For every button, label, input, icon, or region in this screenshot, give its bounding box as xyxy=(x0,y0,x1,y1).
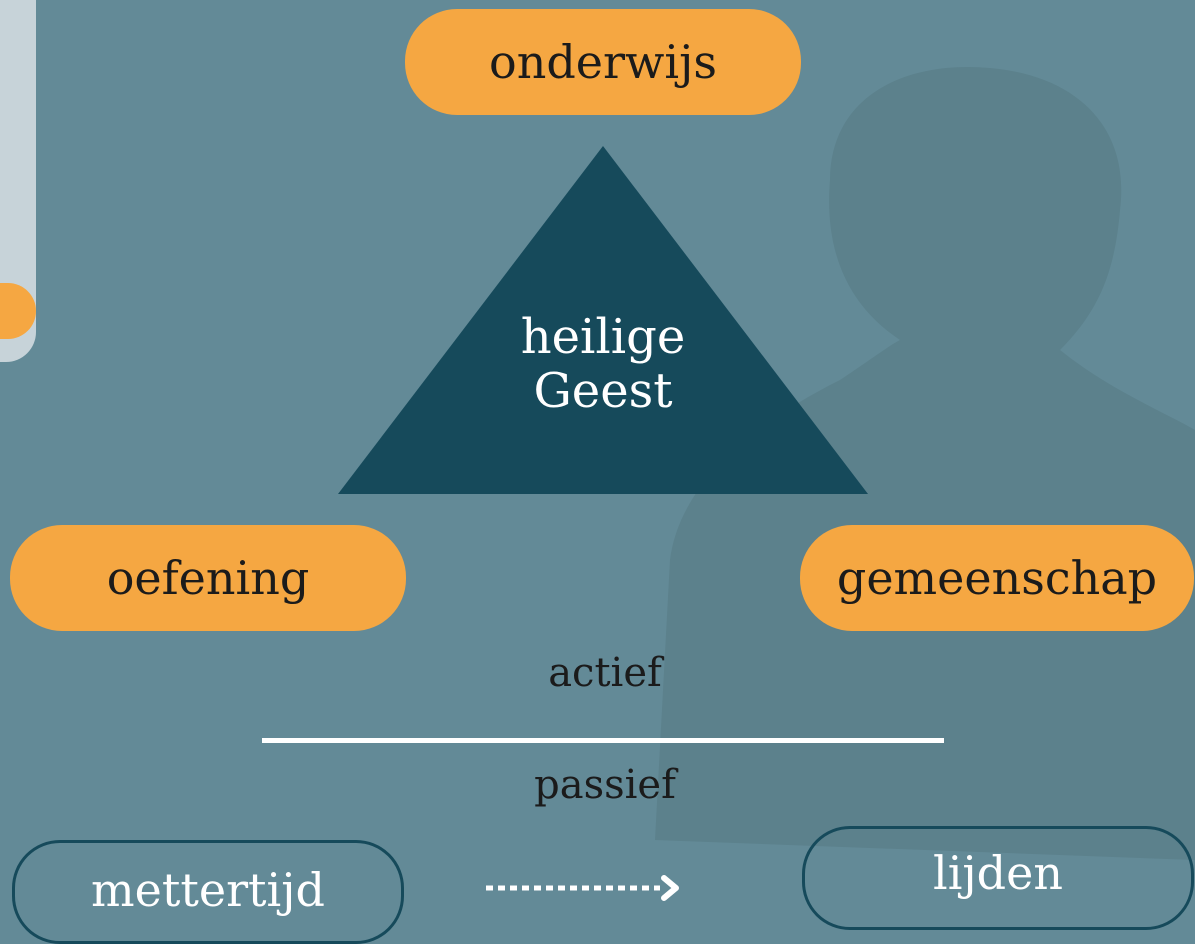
node-bottom-right-label: lijden xyxy=(933,846,1063,900)
node-top: onderwijs xyxy=(405,9,801,115)
node-right: gemeenschap xyxy=(800,525,1194,631)
node-left: oefening xyxy=(10,525,406,631)
background-person-silhouette xyxy=(655,67,1195,860)
center-triangle xyxy=(338,146,868,494)
node-left-label: oefening xyxy=(106,551,310,605)
node-bottom-left-label: mettertijd xyxy=(91,863,325,917)
center-label: heilige Geest xyxy=(470,310,736,418)
node-top-label: onderwijs xyxy=(489,35,717,89)
dotted-arrow-right-icon xyxy=(486,875,679,901)
center-label-line-2: Geest xyxy=(533,363,673,419)
node-bottom-left: mettertijd xyxy=(12,840,404,944)
upper-word: actief xyxy=(548,650,662,696)
lower-word: passief xyxy=(534,762,676,808)
center-label-line-1: heilige xyxy=(520,309,686,365)
node-bottom-right: lijden xyxy=(802,826,1194,930)
divider-line xyxy=(262,738,944,743)
node-right-label: gemeenschap xyxy=(836,551,1158,605)
